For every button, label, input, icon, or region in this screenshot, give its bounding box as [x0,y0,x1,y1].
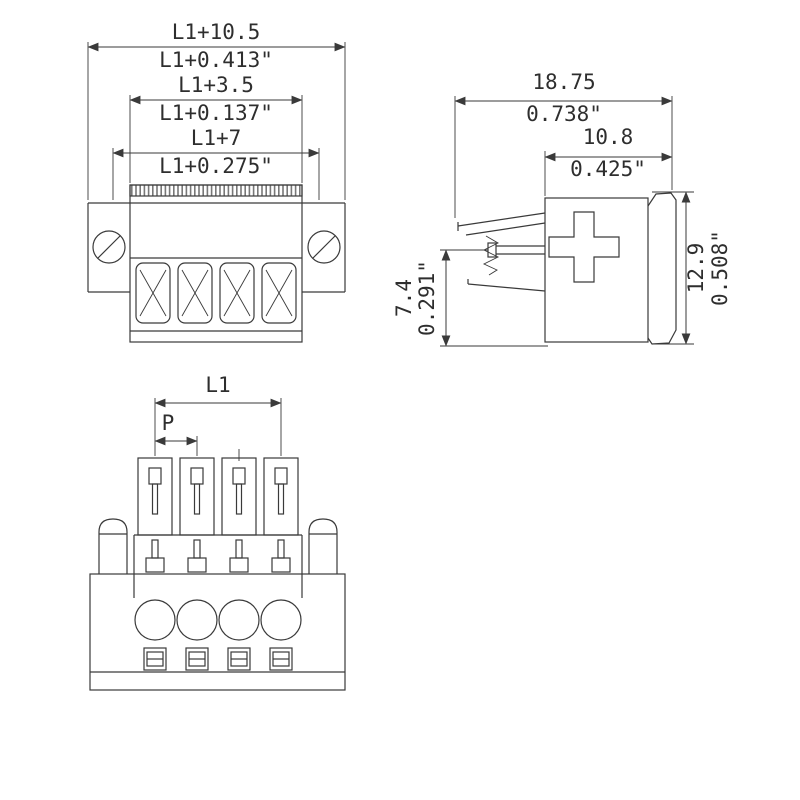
dim-label-height-imperial: 0.508" [708,230,732,306]
housing-outline [544,197,649,343]
wire-screw-4 [260,599,302,641]
pole-opening-3 [219,262,255,324]
keying-slot [548,211,620,283]
wire-screw-1 [134,599,176,641]
clamp-2 [187,539,207,573]
dim-label-overall-imperial: L1+0.413" [159,48,273,72]
side-view: 18.75 0.738" 10.8 0.425" 12.9 0.508" [392,70,732,347]
front-view-dimensions: L1+10.5 L1+0.413" L1+3.5 L1+0.137" L1+7 … [87,20,346,200]
body-outline [129,184,303,343]
dim-label-pin-height-metric: 7.4 [392,279,416,317]
plug-body-outline [89,573,346,691]
plug-view: L1 P [89,373,346,691]
fin-3 [221,457,257,536]
front-view-body [87,184,346,343]
wire-entry-2 [185,647,209,671]
dim-label-height-metric: 12.9 [684,243,708,294]
clamp-4 [271,539,291,573]
pole-opening-4 [261,262,297,324]
plug-view-dimensions: L1 P [154,373,282,461]
fin-1 [137,457,173,536]
pole-opening-1 [135,262,171,324]
dim-label-pin-height-imperial: 0.291" [415,260,439,336]
dim-label-depth-total-imperial: 0.738" [526,102,602,126]
side-screw-left [98,518,128,574]
wire-screw-2 [176,599,218,641]
wire-entry-3 [227,647,251,671]
pole-opening-2 [177,262,213,324]
side-view-dimensions: 18.75 0.738" 10.8 0.425" 12.9 0.508" [392,70,732,347]
clamp-3 [229,539,249,573]
dim-label-depth-front-imperial: 0.425" [570,157,646,181]
fixing-screw-left [92,230,126,264]
fin-4 [263,457,299,536]
dim-label-flange-metric: L1+7 [191,126,242,150]
latch-profile [647,192,677,345]
fin-2 [179,457,215,536]
contact-pin [487,242,545,258]
side-screw-right [308,518,338,574]
fixing-screw-right [307,230,341,264]
clamp-spring [482,235,500,276]
dim-label-pitch: P [162,411,175,435]
dim-label-body-imperial: L1+0.137" [159,101,273,125]
wire-entry-1 [143,647,167,671]
plug-view-body [89,457,346,691]
wire-screw-3 [218,599,260,641]
dim-label-length: L1 [205,373,230,397]
front-view: L1+10.5 L1+0.413" L1+3.5 L1+0.137" L1+7 … [87,20,346,343]
side-view-body [457,192,677,345]
dim-label-depth-total-metric: 18.75 [532,70,595,94]
dim-label-body-metric: L1+3.5 [178,73,254,97]
dim-label-depth-front-metric: 10.8 [583,125,634,149]
dim-label-overall-metric: L1+10.5 [172,20,261,44]
dim-label-flange-imperial: L1+0.275" [159,154,273,178]
wire-entry-4 [269,647,293,671]
clamp-1 [145,539,165,573]
